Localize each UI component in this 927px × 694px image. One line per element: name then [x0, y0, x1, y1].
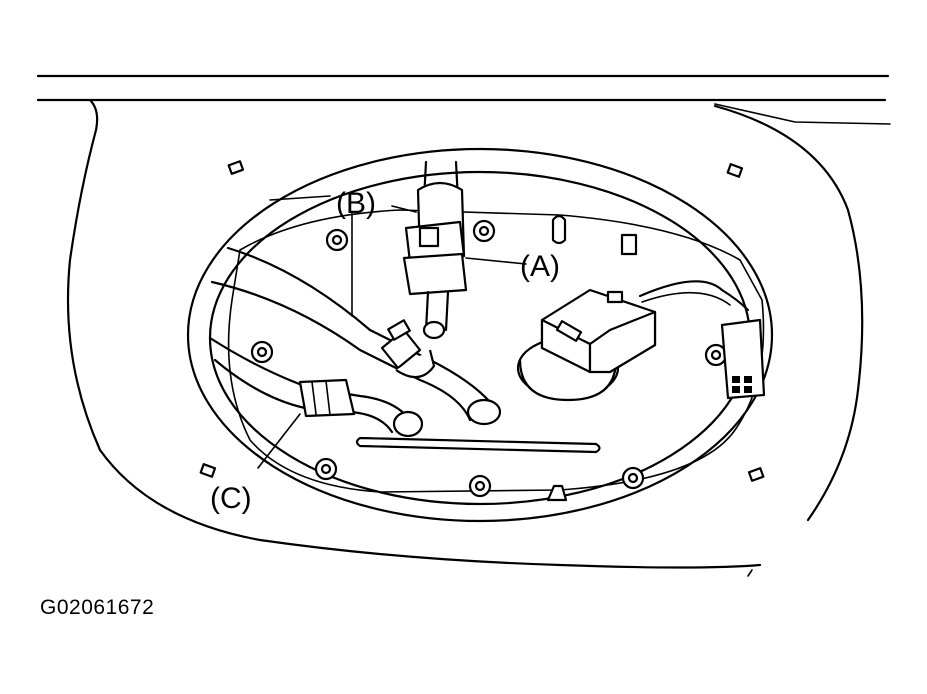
small-tab-bottom	[546, 484, 568, 502]
callout-a: (A)	[520, 250, 560, 283]
pump-plate	[227, 209, 765, 493]
pump-connector	[516, 288, 657, 402]
wire-harness-lower	[641, 291, 731, 306]
quick-connector-a	[402, 160, 468, 340]
vent-pin	[551, 214, 567, 245]
rim-mount-holes	[199, 160, 765, 482]
floor-panel-outline	[66, 98, 762, 569]
callout-b: (B)	[336, 187, 376, 220]
floor-panel-right-edge	[713, 104, 864, 522]
hose-clamp-b	[380, 319, 436, 379]
plate-bolts	[250, 219, 728, 498]
callout-c: (C)	[210, 482, 252, 515]
edge-mark	[747, 569, 753, 577]
leader-lines	[257, 195, 527, 469]
figure-id: G02061672	[40, 596, 155, 619]
hose-clamp-c	[298, 378, 356, 418]
plate-slot	[355, 436, 601, 454]
panel-edge	[36, 74, 891, 125]
pipe-bends	[392, 398, 502, 438]
fuel-hose-main	[210, 246, 492, 422]
wire-harness	[638, 280, 750, 312]
harness-connector-right	[720, 318, 766, 400]
retainer-tab	[620, 233, 638, 256]
service-hole-outer-rim	[186, 147, 774, 523]
